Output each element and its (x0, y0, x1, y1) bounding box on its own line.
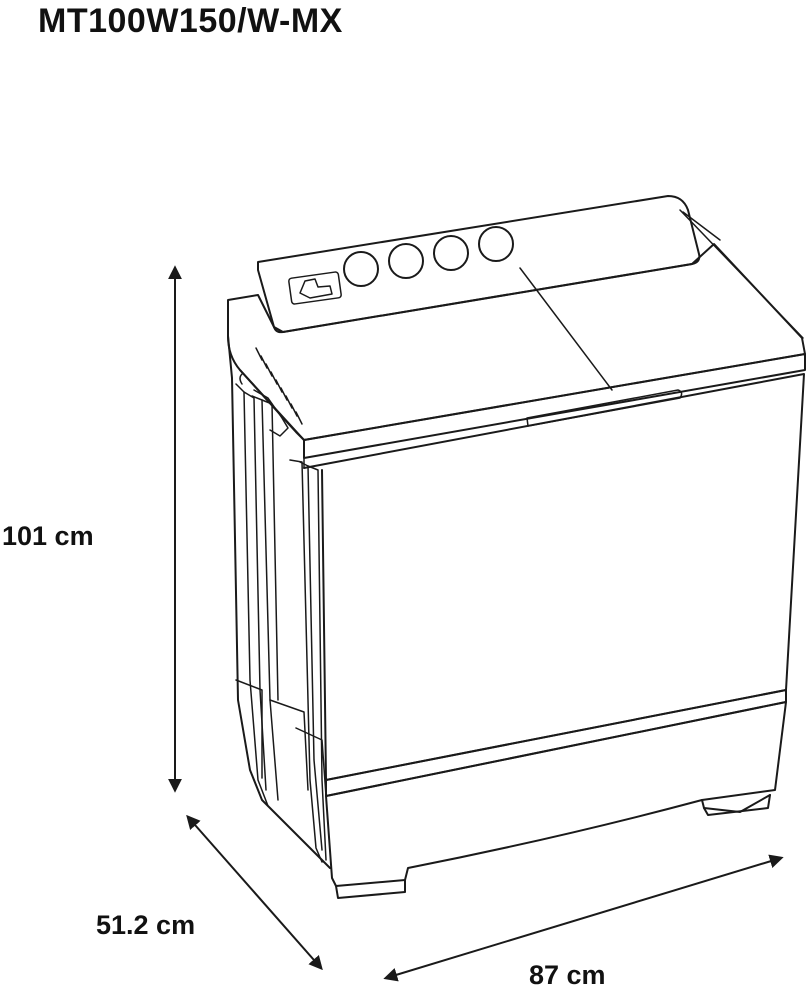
knob-icon (433, 235, 469, 271)
knob-icon (478, 226, 514, 262)
model-title: MT100W150/W-MX (38, 2, 343, 40)
width-label: 87 cm (529, 960, 606, 990)
height-label: 101 cm (2, 521, 94, 551)
knob-icon (343, 251, 379, 287)
depth-label: 51.2 cm (96, 910, 196, 940)
knob-icon (388, 243, 424, 279)
twin-tub-washing-machine-icon (227, 195, 806, 899)
depth-arrow-icon (186, 814, 323, 971)
width-arrow-icon (383, 854, 784, 982)
